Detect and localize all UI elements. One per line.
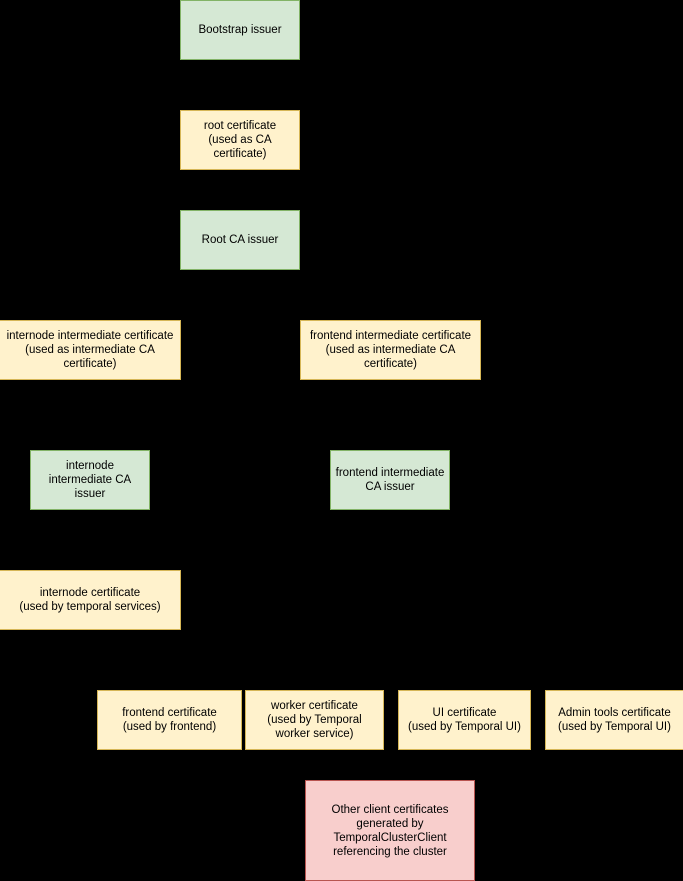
node-root-ca-issuer[interactable]: Root CA issuer [180, 210, 300, 270]
edge-frontend-intermediate-ca-issuer-to-frontend-certificate [166, 510, 391, 690]
edge-root-ca-issuer-to-internode-intermediate-certificate [87, 270, 241, 320]
node-bootstrap-issuer[interactable]: Bootstrap issuer [180, 0, 300, 60]
node-frontend-intermediate-ca-issuer[interactable]: frontend intermediate CA issuer [330, 450, 450, 510]
edge-frontend-intermediate-ca-issuer-to-ui-certificate [389, 510, 467, 690]
edge-frontend-intermediate-ca-issuer-to-worker-certificate [311, 510, 391, 690]
node-internode-certificate[interactable]: internode certificate (used by temporal … [0, 570, 181, 630]
edge-frontend-intermediate-ca-issuer-to-admin-tools-certificate [389, 510, 617, 690]
node-internode-intermediate-certificate[interactable]: internode intermediate certificate (used… [0, 320, 181, 380]
node-frontend-certificate[interactable]: frontend certificate (used by frontend) [97, 690, 242, 750]
node-worker-certificate[interactable]: worker certificate (used by Temporal wor… [245, 690, 384, 750]
node-frontend-intermediate-certificate[interactable]: frontend intermediate certificate (used … [300, 320, 481, 380]
node-root-certificate[interactable]: root certificate (used as CA certificate… [180, 110, 300, 170]
node-ui-certificate[interactable]: UI certificate (used by Temporal UI) [398, 690, 531, 750]
node-internode-intermediate-ca-issuer[interactable]: internode intermediate CA issuer [30, 450, 150, 510]
edge-root-ca-issuer-to-frontend-intermediate-certificate [239, 270, 393, 320]
node-admin-tools-certificate[interactable]: Admin tools certificate (used by Tempora… [545, 690, 683, 750]
node-other-client-certificates[interactable]: Other client certificates generated by T… [305, 780, 475, 881]
